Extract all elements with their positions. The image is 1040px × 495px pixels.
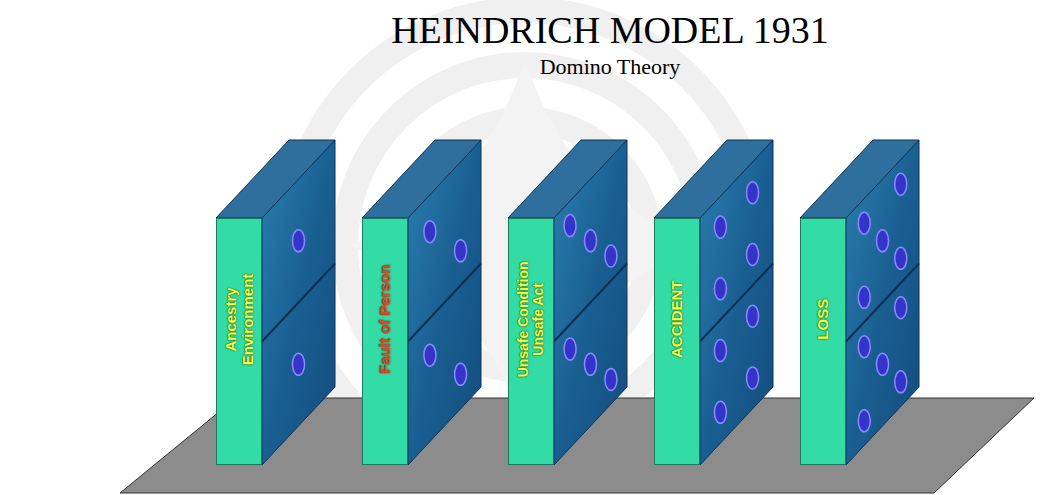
domino-pip <box>564 215 576 237</box>
domino-pip <box>714 216 726 238</box>
domino-pip <box>424 344 436 366</box>
domino-top <box>508 140 627 218</box>
domino-pip <box>455 363 467 385</box>
domino-pip <box>455 240 467 262</box>
domino-pip <box>895 247 907 269</box>
domino-pip <box>877 230 889 252</box>
domino-divider <box>700 264 773 342</box>
domino-top <box>216 140 335 218</box>
domino-top <box>654 140 773 218</box>
domino-divider <box>846 264 919 342</box>
domino-pip <box>877 353 889 375</box>
domino-pip <box>895 371 907 393</box>
domino-body <box>654 140 773 465</box>
domino-pip <box>714 401 726 423</box>
domino-pip <box>714 278 726 300</box>
domino-top <box>362 140 481 218</box>
domino-pip <box>564 338 576 360</box>
domino-face: Unsafe Condition Unsafe Act <box>508 218 554 465</box>
domino-pip <box>747 182 759 204</box>
domino-divider <box>262 264 335 342</box>
domino-face: Fault of Person <box>362 218 408 465</box>
diagram-title: HEINDRICH MODEL 1931 <box>210 8 1010 52</box>
domino-pip <box>858 410 870 432</box>
domino-body <box>362 140 481 465</box>
domino-divider <box>408 264 481 342</box>
domino-pip <box>895 173 907 195</box>
domino-pip <box>858 336 870 358</box>
domino-pip <box>858 286 870 308</box>
domino-pip <box>605 245 617 267</box>
domino-body <box>216 140 335 465</box>
domino-pip <box>293 353 305 375</box>
domino-pip <box>293 230 305 252</box>
domino-face: Ancestry Environment <box>216 218 262 465</box>
domino-divider <box>554 264 627 342</box>
domino-pip <box>585 230 597 252</box>
domino-pip <box>895 297 907 319</box>
domino-label: Ancestry Environment <box>223 264 256 376</box>
domino-pip <box>424 221 436 243</box>
domino-face: LOSS <box>800 218 846 465</box>
domino-pip <box>747 305 759 327</box>
diagram-subtitle: Domino Theory <box>210 54 1010 80</box>
domino-pip <box>714 340 726 362</box>
domino-pip <box>605 368 617 390</box>
domino-label: LOSS <box>815 260 832 380</box>
domino-top <box>800 140 919 218</box>
domino-pip <box>858 212 870 234</box>
domino-label: Fault of Person <box>377 245 394 395</box>
domino-label: Unsafe Condition Unsafe Act <box>516 249 547 391</box>
domino-pip <box>747 243 759 265</box>
domino-pip <box>747 367 759 389</box>
domino-body <box>508 140 627 465</box>
domino-face: ACCIDENT <box>654 218 700 465</box>
domino-body <box>800 140 919 465</box>
domino-label: ACCIDENT <box>669 260 686 380</box>
domino-pip <box>585 353 597 375</box>
